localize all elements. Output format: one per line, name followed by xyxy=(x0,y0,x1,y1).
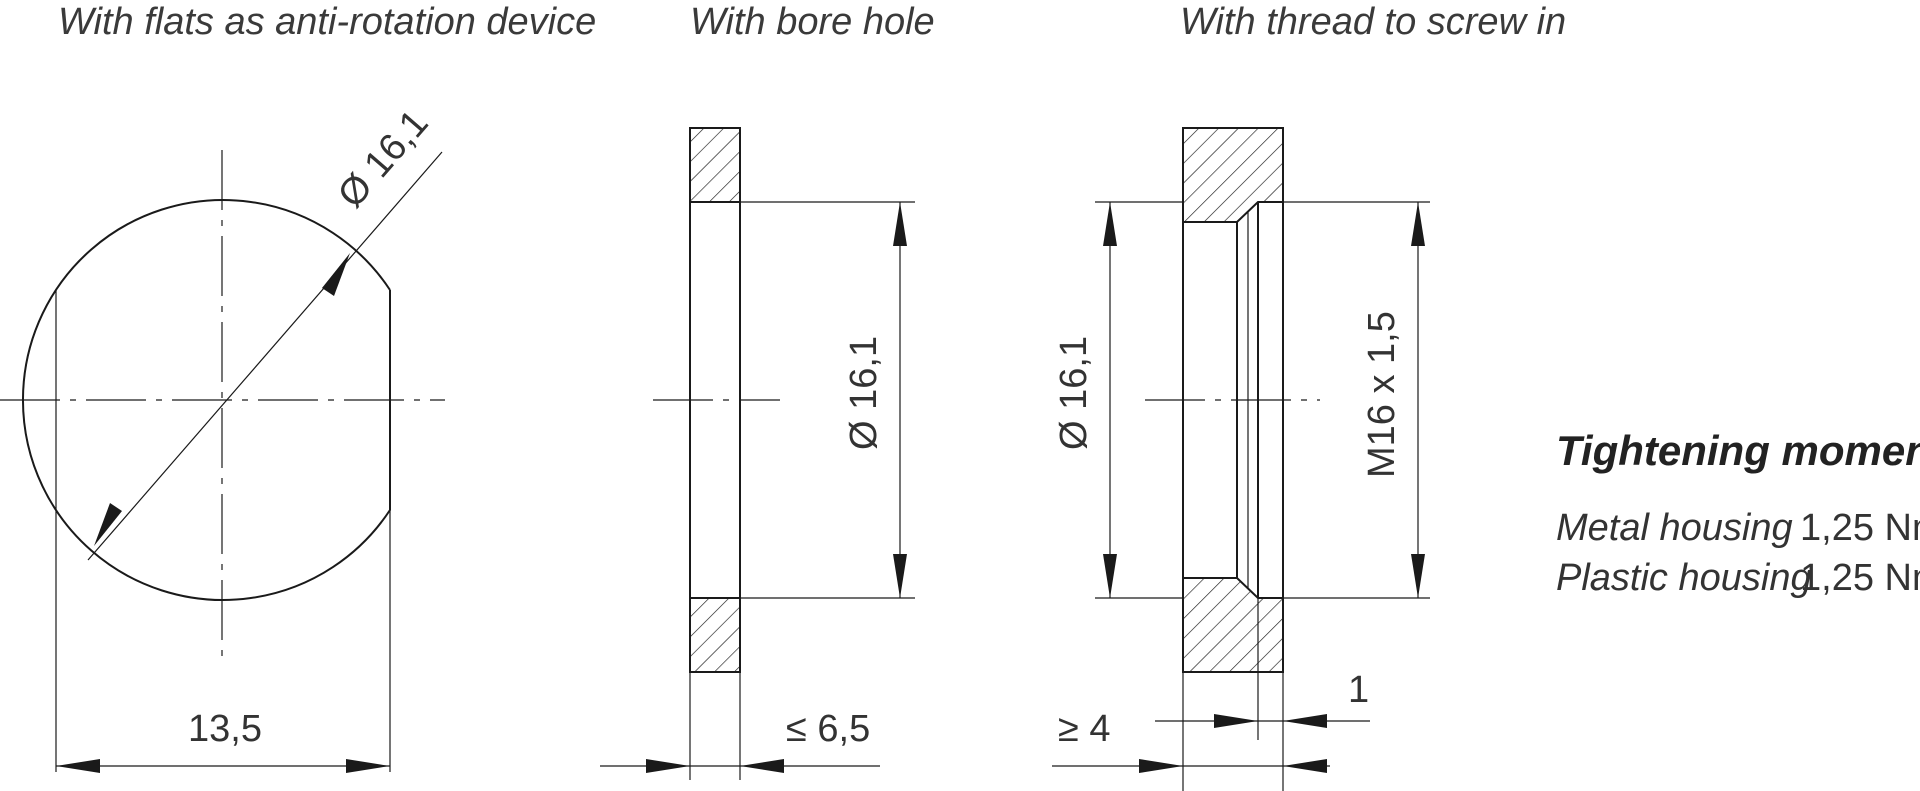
legend-row-label: Plastic housing xyxy=(1556,557,1812,599)
thread-view: Ø 16,1 M16 x 1,5 1 ≥ 4 xyxy=(1052,127,1430,791)
flats-diameter-line xyxy=(87,151,443,561)
thread-step-arrow-left xyxy=(1214,714,1258,728)
view-title-flats: With flats as anti-rotation device xyxy=(58,1,596,43)
thread-section-top xyxy=(1182,127,1284,223)
bore-diameter-label: Ø 16,1 xyxy=(843,336,885,450)
bore-dia-arrow-bottom xyxy=(893,554,907,598)
view-title-bore: With bore hole xyxy=(690,1,935,43)
legend-row-value: 1,25 Nm xyxy=(1800,557,1920,599)
bore-thickness-arrow-right xyxy=(740,759,784,773)
flats-diameter-label: Ø 16,1 xyxy=(330,102,437,216)
thread-dia-arrow-bottom xyxy=(1103,554,1117,598)
bore-dia-arrow-top xyxy=(893,202,907,246)
thread-min-label: ≥ 4 xyxy=(1058,708,1111,750)
bore-thickness-arrow-left xyxy=(646,759,690,773)
bore-view: Ø 16,1 ≤ 6,5 xyxy=(600,127,915,780)
tightening-legend: Tightening moment Metal housing 1,25 Nm … xyxy=(1556,427,1920,599)
legend-row-label: Metal housing xyxy=(1556,507,1793,549)
flats-width-arrow-right xyxy=(346,759,390,773)
bore-section-top xyxy=(689,127,741,203)
legend-row-value: 1,25 Nm xyxy=(1800,507,1920,549)
thread-section-bottom xyxy=(1182,577,1284,673)
thread-min-arrow-left xyxy=(1139,759,1183,773)
flats-dia-arrow-top xyxy=(322,253,350,296)
legend-title: Tightening moment xyxy=(1556,427,1920,474)
view-title-thread: With thread to screw in xyxy=(1180,1,1566,43)
thread-step-arrow-right xyxy=(1283,714,1327,728)
bore-section-bottom xyxy=(689,597,741,673)
flats-dia-arrow-bottom xyxy=(94,503,122,546)
thread-step-label: 1 xyxy=(1348,669,1369,711)
thread-min-arrow-right xyxy=(1283,759,1327,773)
flats-width-arrow-left xyxy=(56,759,100,773)
thread-m16-arrow-bottom xyxy=(1411,554,1425,598)
thread-diameter-label: Ø 16,1 xyxy=(1053,336,1095,450)
bore-thickness-label: ≤ 6,5 xyxy=(786,708,870,750)
thread-m16-label: M16 x 1,5 xyxy=(1361,311,1403,478)
flats-width-label: 13,5 xyxy=(188,708,262,750)
thread-m16-arrow-top xyxy=(1411,202,1425,246)
thread-dia-arrow-top xyxy=(1103,202,1117,246)
flats-view: Ø 16,1 13,5 xyxy=(0,102,445,773)
